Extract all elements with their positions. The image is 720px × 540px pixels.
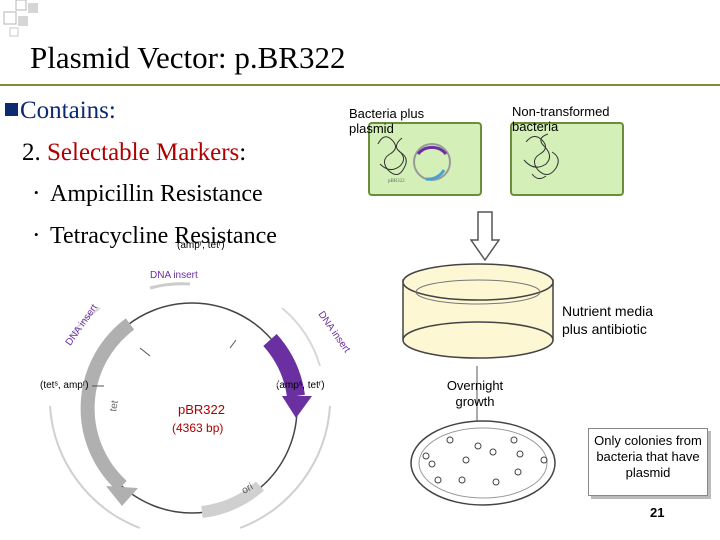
colonies-callout: Only colonies from bacteria that have pl… [588, 428, 708, 496]
plasmid-name: pBR322 [178, 402, 225, 417]
markers-number: 2. [22, 139, 47, 166]
markers-colon: : [239, 139, 247, 166]
colonies-callout-text: Only colonies from bacteria that have pl… [594, 433, 702, 480]
svg-text:pBR322: pBR322 [388, 179, 405, 184]
bacteria-plus-plasmid-box: pBR322 [368, 122, 482, 196]
markers-label: Selectable Markers [47, 139, 240, 166]
bullet-ampicillin: • Ampicillin Resistance [34, 181, 263, 208]
bullet-tetracycline-text: Tetracycline Resistance [50, 223, 277, 249]
plasmid-size: (4363 bp) [172, 421, 223, 435]
title-divider [0, 84, 720, 86]
colony [428, 460, 436, 468]
dna-insert-top-label: DNA insert [150, 270, 198, 281]
plasmid-left-label: (tetˢ, ampʳ) [40, 380, 89, 391]
corner-squares-decoration [3, 0, 38, 37]
colony [474, 442, 482, 450]
plasmid-right-label: (ampˢ, tetʳ) [276, 380, 325, 391]
petri-dish-colonies [410, 420, 556, 506]
dot-bullet-icon: • [34, 227, 39, 242]
bullet-ampicillin-text: Ampicillin Resistance [50, 181, 263, 207]
down-arrow-icon [470, 211, 500, 262]
colony [446, 436, 454, 444]
colony [540, 456, 548, 464]
colony [462, 456, 470, 464]
petri-dish-antibiotic [402, 263, 554, 359]
colony-dots [422, 436, 548, 486]
non-transformed-bacteria-box [510, 122, 624, 196]
colony [458, 476, 466, 484]
colony [422, 452, 430, 460]
page-title: Plasmid Vector: p.BR322 [30, 40, 346, 75]
growth-connector-line [476, 366, 478, 426]
page-number: 21 [650, 505, 665, 520]
colony [434, 476, 442, 484]
contains-label: Contains: [20, 97, 116, 124]
colony [492, 478, 500, 486]
non-transformed-bacteria-label: Non-transformed bacteria [512, 104, 610, 134]
colony [514, 468, 522, 476]
plasmid-map-diagram: (ampʳ, tetʳ) DNA insert (tetˢ, ampʳ) (am… [40, 240, 350, 529]
bacteria-without-plasmid-drawing [523, 133, 559, 180]
dot-bullet-icon: • [34, 185, 39, 200]
tet-gene-label: tet [108, 399, 121, 412]
dna-insert-right-label: DNA insert [316, 309, 350, 355]
colony [510, 436, 518, 444]
contains-heading: Contains: [5, 97, 116, 125]
dna-insert-left-label: DNA insert [64, 302, 101, 348]
nutrient-media-label: Nutrient media plus antibiotic [562, 303, 654, 337]
bacteria-with-plasmid-drawing: pBR322 [377, 136, 451, 184]
overnight-growth-label: Overnight growth [446, 378, 504, 409]
selectable-markers-line: 2. Selectable Markers: [22, 139, 246, 167]
ori-label: ori [240, 482, 255, 497]
square-bullet-icon [5, 103, 18, 116]
bacteria-plus-plasmid-label: Bacteria plus plasmid [349, 106, 425, 136]
plasmid-top-label: (ampʳ, tetʳ) [177, 240, 225, 251]
colony [489, 448, 497, 456]
bullet-tetracycline: • Tetracycline Resistance [34, 223, 277, 250]
colony [516, 450, 524, 458]
